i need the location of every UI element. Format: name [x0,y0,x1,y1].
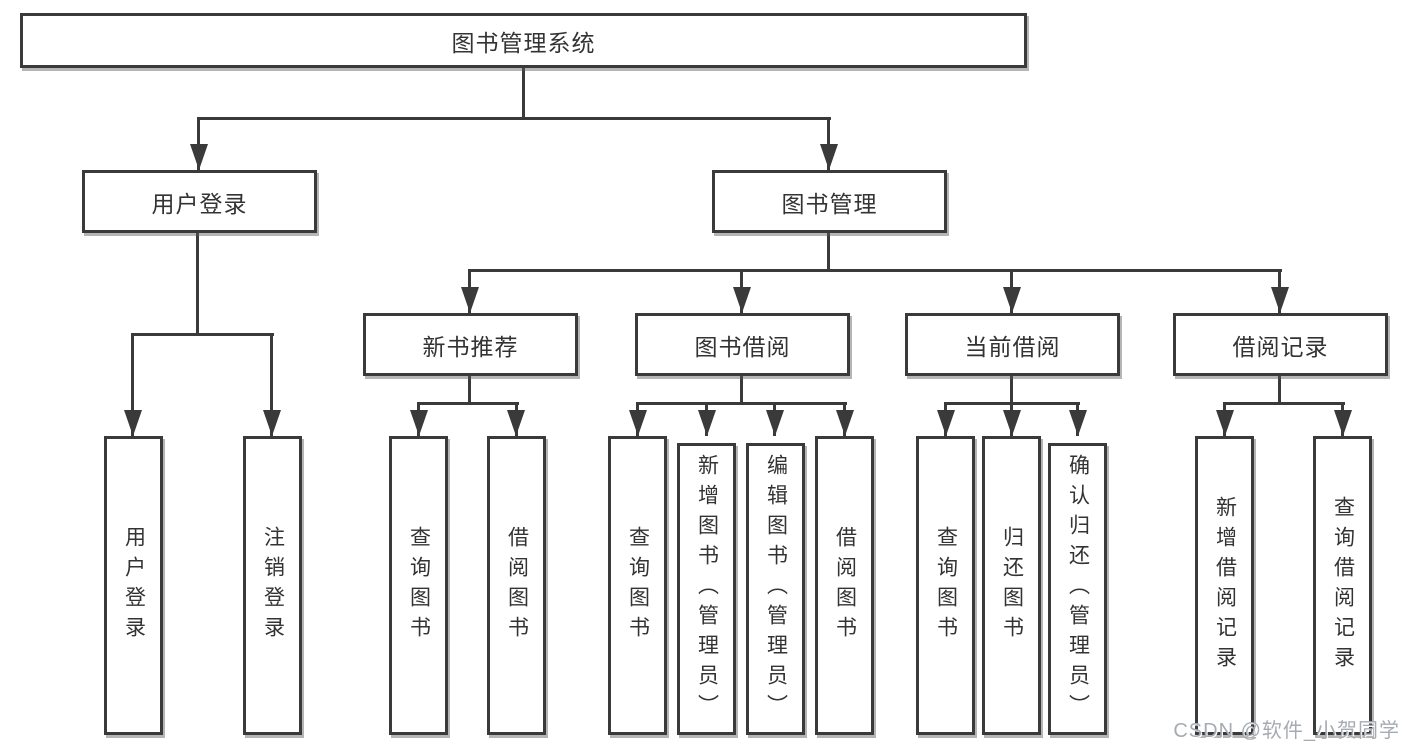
node-new-book-recommend: 新书推荐 [363,313,578,376]
arrowhead-to-bb-add [698,410,716,436]
edge-drop-user-login [197,117,200,170]
csdn-watermark: CSDN @软件_小贺同学 [1173,720,1400,742]
arrowhead-to-bb-query [629,410,647,436]
leaf-add-books-admin: 新增图书（管理员） [677,443,736,735]
arrowhead-to-borrow-records [1271,287,1289,313]
arrowhead-to-bb-borrow [836,410,854,436]
leaf-edit-books-admin: 编辑图书（管理员） [746,443,805,735]
node-book-management-branch: 图书管理 [712,170,947,233]
arrowhead-to-cb-query [937,410,955,436]
node-root-system: 图书管理系统 [20,13,1027,68]
arrowhead-to-nb-borrow [507,410,525,436]
edge-cb-trunk [1010,376,1013,405]
leaf-newbook-borrow-books: 借阅图书 [487,436,546,735]
arrowhead-to-cb-confirm [1069,410,1087,436]
leaf-query-borrow-record: 查询借阅记录 [1313,436,1372,735]
edge-drop-leaf-login [131,333,134,436]
node-book-borrow: 图书借阅 [635,313,850,376]
arrowhead-to-new-book [461,287,479,313]
arrowhead-to-cb-return [1003,410,1021,436]
leaf-current-query-books: 查询图书 [916,436,975,735]
edge-bb-trunk [740,376,743,405]
arrowhead-to-book-management [820,144,838,170]
leaf-user-login: 用户登录 [104,436,163,735]
edge-root-trunk [522,68,525,120]
arrowhead-to-book-borrow [733,287,751,313]
arrowhead-to-leaf-logout [263,410,281,436]
node-borrow-records: 借阅记录 [1173,313,1388,376]
leaf-newbook-query-books: 查询图书 [389,436,448,735]
node-current-borrow: 当前借阅 [905,313,1120,376]
edge-br-trunk [1278,376,1281,405]
edge-book-trunk [827,232,830,272]
arrowhead-to-user-login [190,144,208,170]
edge-newbook-trunk [468,376,471,405]
arrowhead-to-br-add [1216,410,1234,436]
edge-bb-split [636,402,847,405]
leaf-logout: 注销登录 [243,436,302,735]
edge-drop-book-management [827,117,830,170]
edge-drop-leaf-logout [270,333,273,436]
edge-level1-split [197,117,831,120]
edge-level2-split [468,269,1282,272]
edge-user-trunk [196,233,199,336]
arrowhead-to-bb-edit [766,410,784,436]
edge-newbook-split [417,402,519,405]
arrowhead-to-br-query [1334,410,1352,436]
arrowhead-to-leaf-login [124,410,142,436]
arrowhead-to-current-borrow [1003,287,1021,313]
leaf-add-borrow-record: 新增借阅记录 [1195,436,1254,735]
edge-user-split [131,333,274,336]
leaf-borrow-books: 借阅图书 [815,436,874,735]
leaf-confirm-return-admin: 确认归还（管理员） [1048,443,1107,735]
leaf-return-books: 归还图书 [982,436,1041,735]
leaf-borrow-query-books: 查询图书 [608,436,667,735]
edge-br-split [1223,402,1345,405]
node-user-login-branch: 用户登录 [82,170,317,233]
arrowhead-to-nb-query [410,410,428,436]
